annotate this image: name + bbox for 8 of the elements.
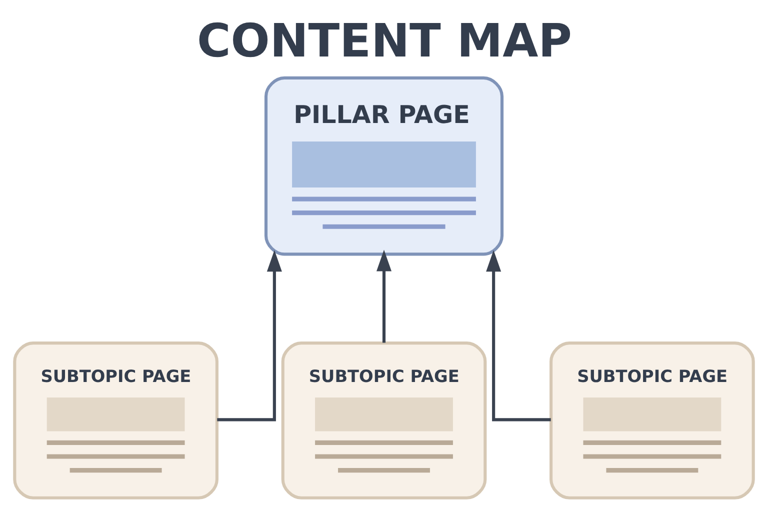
node-box: PILLAR PAGE <box>264 76 504 256</box>
arrow <box>486 250 551 421</box>
arrow <box>376 249 392 342</box>
node-box: SUBTOPIC PAGE <box>550 341 755 499</box>
node-box: SUBTOPIC PAGE <box>13 341 218 499</box>
diagram-title: CONTENT MAP <box>197 13 572 68</box>
arrow <box>217 250 282 421</box>
node-box: SUBTOPIC PAGE <box>281 341 487 499</box>
